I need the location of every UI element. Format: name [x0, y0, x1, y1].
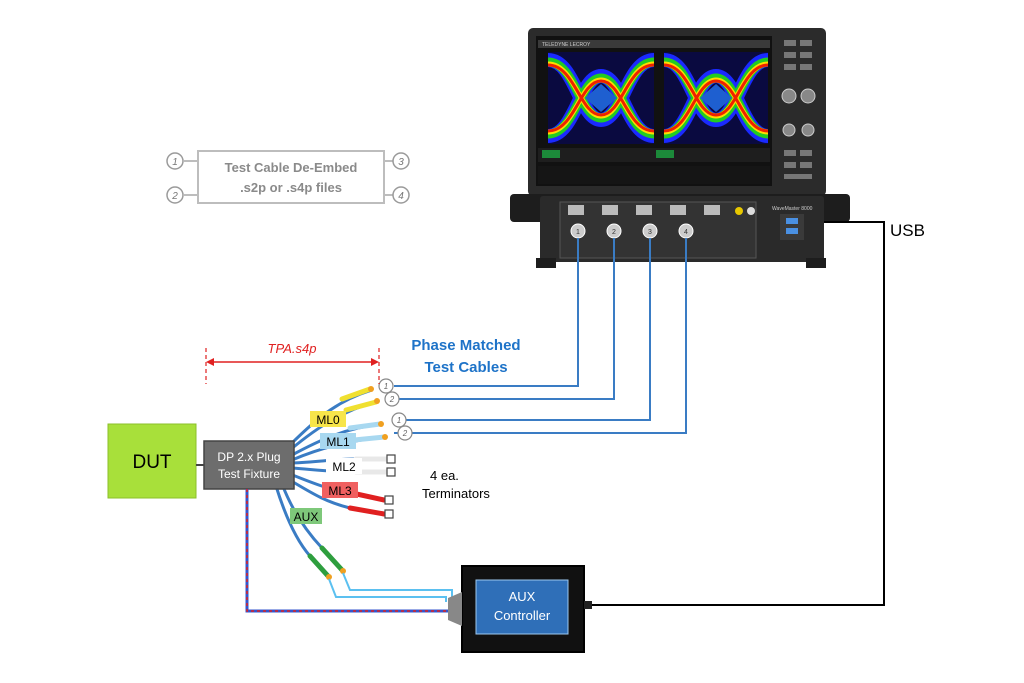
- deembed-subtitle: .s2p or .s4p files: [240, 180, 342, 195]
- aux-cables: [328, 572, 453, 602]
- aux-controller-label2: Controller: [494, 608, 551, 623]
- aux-controller: AUX Controller: [448, 565, 592, 653]
- ml0-port-2: 2: [389, 395, 395, 404]
- port-3-label: 3: [398, 157, 404, 168]
- phase-matched-label: Phase Matched: [411, 337, 520, 354]
- aux-connector-icon: [448, 592, 462, 626]
- test-fixture-box: [203, 440, 295, 490]
- knob-icon[interactable]: [782, 123, 796, 137]
- channel-3-number: 3: [648, 229, 652, 236]
- lane-ml0-label: ML0: [316, 413, 340, 427]
- lane-aux-label: AUX: [294, 510, 319, 524]
- usb-label: USB: [890, 221, 925, 240]
- oscilloscope: TELEDYNE LECROY: [510, 28, 850, 268]
- ml1-port-1: 1: [397, 416, 401, 425]
- scope-brand: TELEDYNE LECROY: [542, 42, 591, 48]
- port-3-icon: [392, 152, 410, 170]
- port-4-icon: [392, 186, 410, 204]
- eye-diagram-2: [662, 52, 770, 144]
- port-2-label: 2: [171, 191, 178, 202]
- scope-model: WaveMaster 8000: [772, 206, 813, 212]
- lane-labels: ML0 ML1 ML2 ML3 AUX: [290, 411, 362, 524]
- terminators-count: 4 ea.: [430, 468, 459, 483]
- scope-inputs: 1 2 3 4: [568, 205, 755, 239]
- channel-4-number: 4: [684, 229, 688, 236]
- fixture-label-line2: Test Fixture: [218, 467, 280, 481]
- ml1-port-2: 2: [402, 429, 408, 438]
- test-cables-label: Test Cables: [424, 359, 507, 376]
- usb-cable: [592, 221, 885, 606]
- tpa-dimension: [205, 348, 380, 384]
- fixture-label-line1: DP 2.x Plug: [217, 450, 280, 464]
- port-2-icon: [166, 186, 184, 204]
- deembed-title: Test Cable De-Embed: [225, 160, 358, 175]
- terminators-icon: [384, 454, 396, 519]
- knob-icon[interactable]: [801, 123, 815, 137]
- knob-icon[interactable]: [800, 88, 816, 104]
- dut-box: [107, 423, 197, 499]
- tpa-label: TPA.s4p: [268, 341, 317, 356]
- phase-matched-cables: [394, 238, 687, 434]
- lane-ml1-label: ML1: [326, 435, 350, 449]
- port-1-icon: [166, 152, 184, 170]
- aux-controller-label1: AUX: [509, 589, 536, 604]
- cable-connectors: 1 2 1 2: [378, 378, 413, 441]
- lane-ml2-label: ML2: [332, 460, 356, 474]
- channel-2-number: 2: [612, 229, 616, 236]
- aux-controller-panel: [475, 579, 569, 635]
- ml0-port-1: 1: [384, 382, 388, 391]
- knob-icon[interactable]: [781, 88, 797, 104]
- lane-ml3-label: ML3: [328, 484, 352, 498]
- fixture-aux-link: [245, 489, 448, 613]
- channel-1-number: 1: [576, 229, 580, 236]
- deembed-block: Test Cable De-Embed .s2p or .s4p files 1…: [166, 150, 410, 204]
- eye-diagram-1: [546, 52, 656, 144]
- port-1-label: 1: [172, 157, 178, 168]
- deembed-box: [197, 150, 385, 204]
- port-4-label: 4: [398, 191, 404, 202]
- connector-beads: [326, 386, 388, 580]
- scope-control-panel: [781, 40, 816, 179]
- terminators-label: Terminators: [422, 486, 490, 501]
- dut-label: DUT: [132, 452, 171, 473]
